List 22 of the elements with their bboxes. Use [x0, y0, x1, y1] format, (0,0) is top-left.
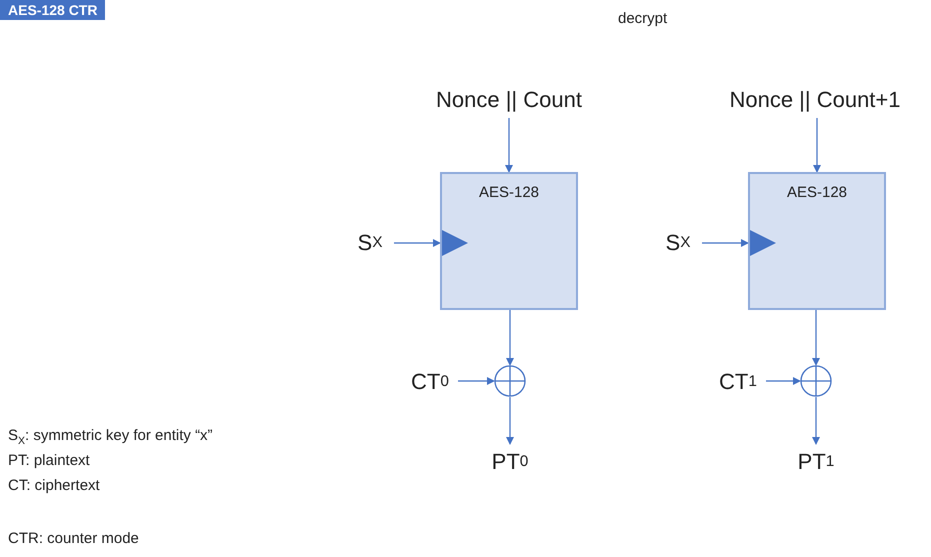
cipher-block: [440, 172, 578, 310]
arrow: [813, 118, 821, 173]
arrow: [702, 239, 749, 247]
legend-text: PT: plaintext: [8, 452, 90, 469]
arrow: [812, 397, 820, 445]
arrow: [458, 377, 495, 385]
node-label: Nonce || Count+1: [690, 82, 931, 118]
block-label: AES-128: [786, 184, 848, 201]
arrow: [506, 397, 514, 445]
arrow: [766, 377, 801, 385]
caption-text: decrypt: [618, 10, 668, 27]
arrow: [394, 239, 441, 247]
arrow: [505, 118, 513, 173]
legend-text: CT: ciphertext: [8, 477, 100, 494]
arrow: [812, 310, 820, 366]
node-label: Nonce || Count: [400, 82, 618, 118]
title-banner: AES-128 CTR: [0, 0, 106, 20]
block-label: AES-128: [478, 184, 540, 201]
cipher-block: [748, 172, 886, 310]
arrow: [506, 310, 514, 366]
legend-text: CTR: counter mode: [8, 530, 139, 547]
legend-text: S$_{X}$: symmetric key for entity “x”: [8, 427, 213, 447]
